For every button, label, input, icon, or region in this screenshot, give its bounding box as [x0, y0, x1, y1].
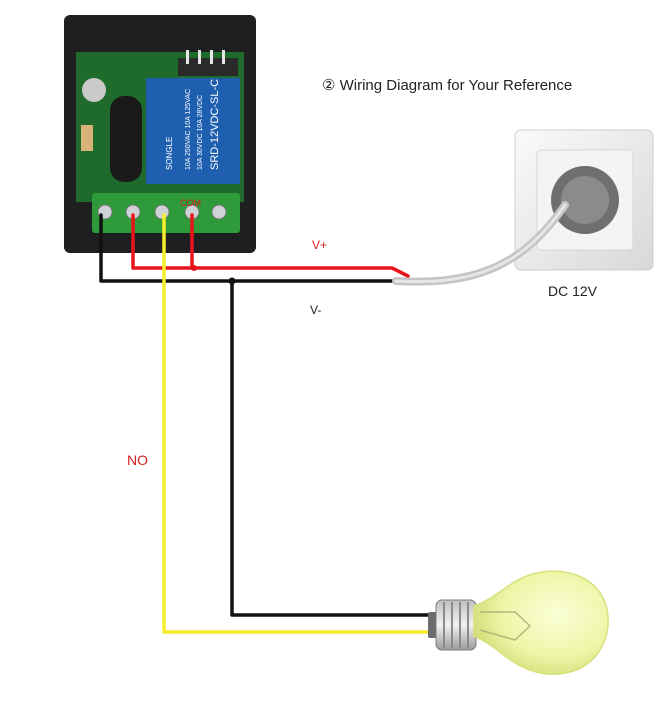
- pin-header: [186, 50, 225, 64]
- v-minus-label: V-: [310, 303, 322, 317]
- bulb-filament: [479, 611, 532, 641]
- svg-text:SRD-12VDC-SL-C: SRD-12VDC-SL-C: [209, 79, 221, 170]
- learn-button: [81, 125, 93, 151]
- v-plus-label: V+: [312, 238, 328, 252]
- light-bulb: [428, 570, 609, 675]
- wires: [99, 201, 569, 634]
- bulb-glass: [473, 570, 609, 675]
- diagram-title: ② Wiring Diagram for Your Reference: [322, 77, 573, 94]
- lamp-return-wire: [230, 279, 437, 617]
- relay-label: SONGLE 10A 250VAC 10A 125VAC 10A 30VDC 1…: [165, 79, 221, 170]
- terminal-screws: [97, 204, 227, 220]
- no-wire: [162, 213, 437, 634]
- relay-block: [146, 78, 240, 184]
- negative-wire: [99, 213, 398, 283]
- svg-text:10A 250VAC 10A 125VAC: 10A 250VAC 10A 125VAC: [185, 89, 192, 170]
- com-terminal-label: COM: [180, 198, 201, 208]
- positive-wire: [131, 213, 410, 278]
- normally-open-label: NO: [127, 452, 148, 468]
- wall-socket: [514, 129, 654, 271]
- antenna-coil: [110, 96, 142, 182]
- supply-voltage-label: DC 12V: [548, 283, 598, 299]
- relay-module: SONGLE 10A 250VAC 10A 125VAC 10A 30VDC 1…: [64, 15, 256, 253]
- bulb-base: [428, 599, 477, 651]
- capacitor: [82, 78, 106, 102]
- svg-text:SONGLE: SONGLE: [165, 137, 174, 170]
- svg-text:10A 30VDC 10A 28VDC: 10A 30VDC 10A 28VDC: [197, 95, 204, 170]
